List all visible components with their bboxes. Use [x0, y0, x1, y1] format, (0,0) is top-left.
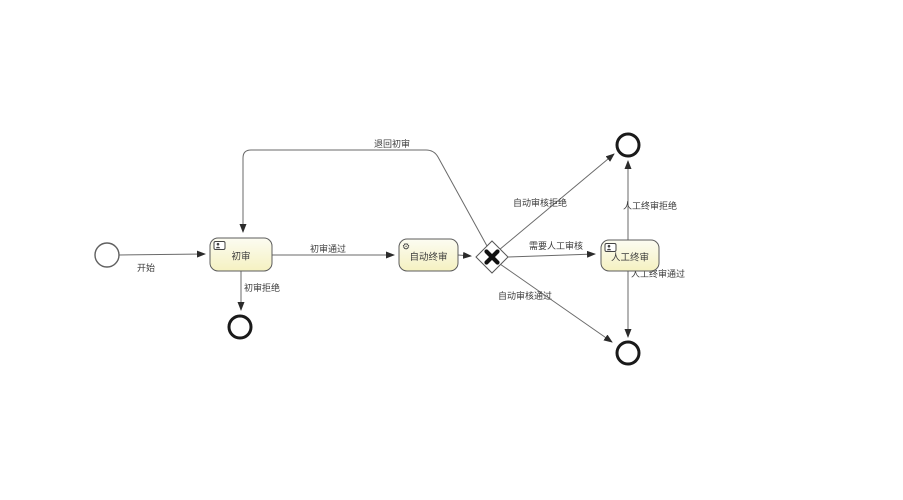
task-auto-final-review: ⚙自动终审 — [398, 238, 459, 272]
flow-need-manual-review-label: 需要人工审核 — [529, 240, 583, 252]
flow-manual-review-pass: 人工终审通过 — [624, 268, 685, 338]
task-manual-final-review: 人工终审 — [600, 239, 660, 272]
flow-auto-to-gateway — [457, 251, 472, 259]
task-initial-review: 初审 — [209, 237, 273, 272]
end-circle-icon — [615, 340, 641, 366]
flow-start-to-initial — [118, 250, 206, 258]
user-icon — [213, 241, 226, 250]
flow-auto-review-reject: 自动审核拒绝 — [498, 153, 615, 251]
start-circle-icon — [94, 242, 120, 268]
task-manual-final-review-label: 人工终审 — [611, 252, 649, 264]
flow-manual-review-reject: 人工终审拒绝 — [623, 160, 677, 240]
flow-initial-reject: 初审拒绝 — [237, 271, 280, 311]
flow-start-to-initial-line — [118, 250, 206, 258]
flow-return-initial-label: 退回初审 — [374, 138, 410, 150]
user-icon — [604, 243, 617, 252]
flow-return-initial: 退回初审 — [239, 138, 488, 247]
flow-auto-to-gateway-line — [457, 251, 472, 259]
end-circle-icon — [615, 132, 641, 158]
flow-auto-review-reject-line — [498, 153, 615, 251]
x-icon — [484, 249, 500, 265]
task-auto-final-review-box — [398, 238, 459, 272]
end-event-approve — [615, 340, 641, 366]
start-event-label: 开始 — [137, 262, 155, 274]
flow-need-manual-review-line — [507, 250, 596, 258]
end-circle-icon — [227, 314, 253, 340]
flow-auto-review-reject-label: 自动审核拒绝 — [513, 197, 567, 209]
end-event-reject — [615, 132, 641, 158]
flow-need-manual-review: 需要人工审核 — [507, 240, 596, 258]
task-initial-review-label: 初审 — [231, 251, 250, 263]
flow-return-initial-line — [239, 149, 488, 247]
flow-auto-review-pass-line — [499, 263, 613, 343]
flow-auto-review-pass: 自动审核通过 — [498, 263, 613, 343]
flow-initial-pass-label: 初审通过 — [310, 243, 346, 255]
task-auto-final-review-label: 自动终审 — [409, 251, 447, 263]
gear-icon: ⚙ — [402, 243, 410, 253]
flow-initial-reject-label: 初审拒绝 — [244, 282, 280, 294]
exclusive-gateway — [475, 240, 509, 274]
start-event: 开始 — [94, 242, 155, 274]
flow-initial-pass: 初审通过 — [272, 243, 395, 259]
flow-manual-review-reject-label: 人工终审拒绝 — [623, 200, 677, 212]
flow-auto-review-pass-label: 自动审核通过 — [498, 290, 552, 302]
end-event-initial-reject — [227, 314, 253, 340]
